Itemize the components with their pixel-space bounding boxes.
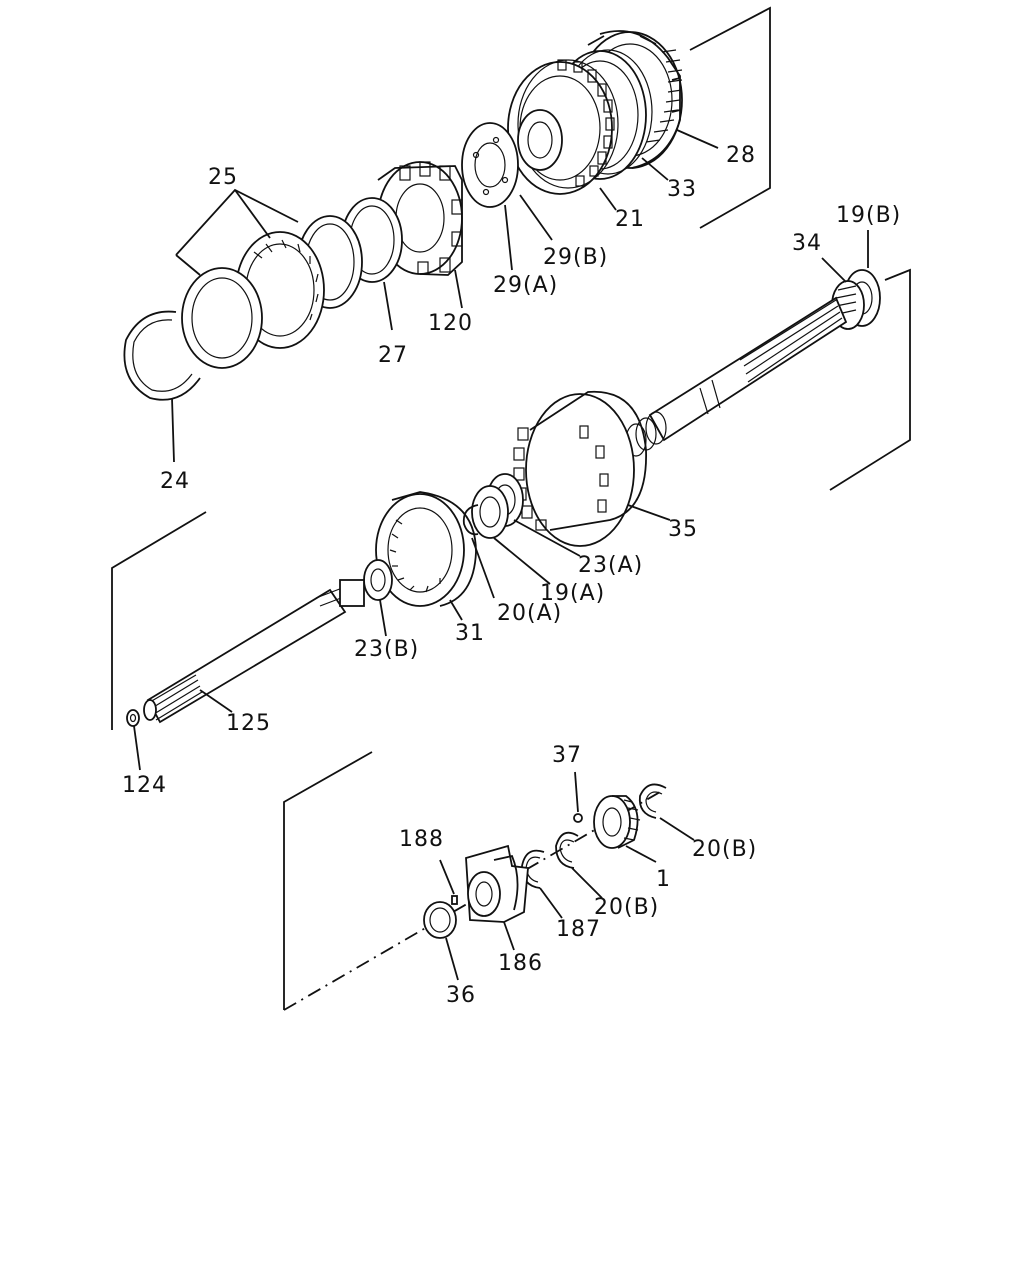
label-20b-center: 20(B) xyxy=(594,895,659,920)
part-23b-thrust-washer xyxy=(363,559,393,601)
part-36-seal-ring xyxy=(423,901,457,939)
leaders-top xyxy=(171,129,719,463)
part-37-ball xyxy=(573,771,583,823)
part-21-ring-gear xyxy=(507,59,619,195)
part-20b-snap-ring-center xyxy=(555,831,579,869)
label-37: 37 xyxy=(552,743,582,768)
label-23a: 23(A) xyxy=(578,553,643,578)
label-187: 187 xyxy=(556,917,601,942)
part-23a-19a-thrust-bearing xyxy=(471,473,524,539)
label-1: 1 xyxy=(656,867,671,892)
callout-labels: 28 33 21 29(B) 29(A) 25 120 27 24 19(B) … xyxy=(122,143,901,1008)
part-186-pump-body xyxy=(465,844,529,923)
label-29a: 29(A) xyxy=(493,273,558,298)
part-1-pinion-gear xyxy=(593,795,641,849)
label-19b: 19(B) xyxy=(836,203,901,228)
label-124: 124 xyxy=(122,773,167,798)
label-29b: 29(B) xyxy=(543,245,608,270)
part-124-washer xyxy=(126,709,140,727)
label-188: 188 xyxy=(399,827,444,852)
middle-group-frame xyxy=(111,268,911,730)
label-120: 120 xyxy=(428,311,473,336)
label-35: 35 xyxy=(668,517,698,542)
part-20b-snap-ring-right xyxy=(638,783,667,819)
top-group-frame xyxy=(689,6,771,229)
label-21: 21 xyxy=(615,207,645,232)
label-36: 36 xyxy=(446,983,476,1008)
part-24-snap-ring xyxy=(123,310,201,401)
label-23b: 23(B) xyxy=(354,637,419,662)
label-24: 24 xyxy=(160,469,190,494)
label-31: 31 xyxy=(455,621,485,646)
label-34: 34 xyxy=(792,231,822,256)
label-25: 25 xyxy=(208,165,238,190)
label-186: 186 xyxy=(498,951,543,976)
part-188-pin xyxy=(451,895,458,905)
part-20a-snap-ring xyxy=(462,504,479,536)
output-shaft xyxy=(625,296,848,457)
leaders-middle xyxy=(133,230,869,771)
leaders-bottom xyxy=(439,817,695,981)
part-25-retainer xyxy=(181,267,263,369)
label-20a: 20(A) xyxy=(497,601,562,626)
label-28: 28 xyxy=(726,143,756,168)
label-20b-right: 20(B) xyxy=(692,837,757,862)
part-31-internal-gear xyxy=(375,491,477,607)
part-35-reaction-drum xyxy=(513,390,647,547)
label-19a: 19(A) xyxy=(540,581,605,606)
label-125: 125 xyxy=(226,711,271,736)
part-29-thrust-washer xyxy=(461,122,519,208)
part-125-input-shaft xyxy=(143,579,365,724)
label-27: 27 xyxy=(378,343,408,368)
label-33: 33 xyxy=(667,177,697,202)
